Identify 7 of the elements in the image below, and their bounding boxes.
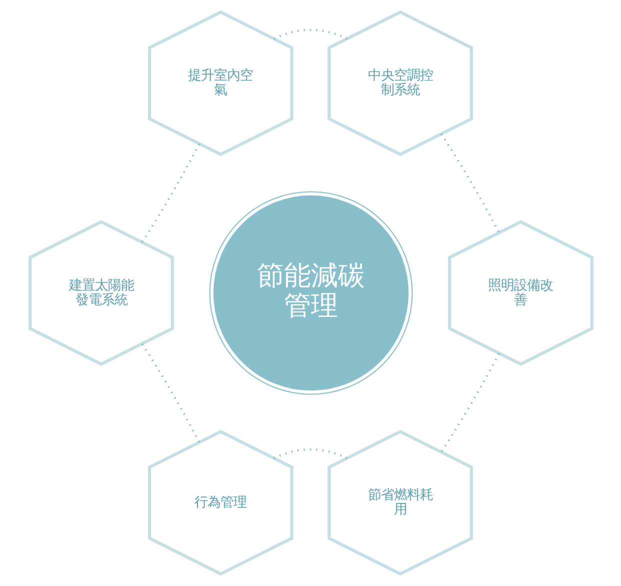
connector (273, 448, 347, 460)
connector (440, 133, 500, 234)
node-circle: 節能減碳管理 (208, 191, 412, 395)
connector (273, 28, 347, 40)
connector (140, 343, 200, 442)
connector (440, 353, 500, 453)
connector (140, 143, 200, 242)
